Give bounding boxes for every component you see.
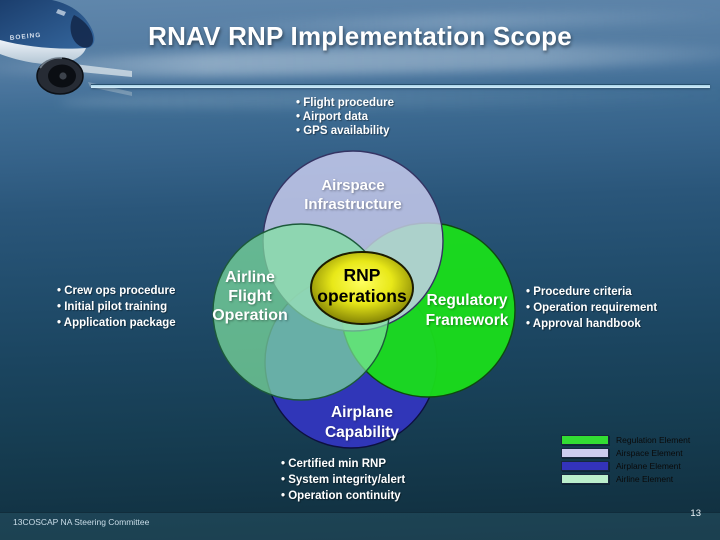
bullet-item: Flight procedure (296, 96, 394, 110)
legend-row: Airline Element (561, 472, 690, 485)
rnp-operations-ellipse (310, 251, 414, 325)
cockpit-window (56, 9, 66, 16)
bullet-item: Procedure criteria (526, 284, 657, 300)
wing-leading-edge (66, 63, 132, 77)
airline-bullet-list: Crew ops procedure Initial pilot trainin… (57, 283, 176, 331)
footer-band (0, 512, 720, 540)
slide-title: RNAV RNP Implementation Scope (148, 21, 572, 51)
bullet-item: Airport data (296, 110, 394, 124)
airspace-circle-label: Airspace Infrastructure (304, 177, 402, 213)
bullet-item: System integrity/alert (281, 472, 405, 488)
airplane-circle-label: Airplane Capability (324, 404, 400, 441)
regulatory-circle-label: Regulatory Framework (425, 292, 509, 329)
bullet-item: Crew ops procedure (57, 283, 176, 299)
regulatory-bullet-list: Procedure criteria Operation requirement… (526, 284, 657, 332)
bullet-item: Operation requirement (526, 300, 657, 316)
legend-label: Airspace Element (616, 447, 683, 458)
legend-swatch-airspace (561, 447, 609, 458)
bullet-item: Application package (57, 315, 176, 331)
legend-row: Airplane Element (561, 459, 690, 472)
footer-committee-text: 13COSCAP NA Steering Committee (13, 517, 150, 527)
legend-label: Airline Element (616, 473, 674, 484)
title-divider (91, 84, 710, 88)
rnp-operations-label: RNP operations (317, 265, 407, 306)
legend-row: Regulation Element (561, 433, 690, 446)
fuselage-upper (0, 0, 95, 50)
legend: Regulation Element Airspace Element Airp… (561, 433, 690, 485)
engine-rim-highlight (39, 56, 63, 69)
legend-label: Airplane Element (616, 460, 681, 471)
bullet-item: Operation continuity (281, 488, 405, 504)
bullet-item: Initial pilot training (57, 299, 176, 315)
legend-label: Regulation Element (616, 434, 691, 445)
bullet-item: Approval handbook (526, 316, 657, 332)
boeing-logo-text: BOEING (9, 32, 41, 42)
nose-radome (70, 15, 93, 48)
legend-swatch-airline (561, 473, 609, 484)
airplane-bullet-list: Certified min RNP System integrity/alert… (281, 456, 405, 504)
boeing-airplane-image: BOEING (0, 0, 132, 96)
airline-circle-label: Airline Flight Operation (212, 269, 288, 324)
page-number: 13 (690, 508, 701, 519)
engine-spinner (59, 72, 67, 80)
airspace-bullet-list: Flight procedure Airport data GPS availa… (296, 96, 394, 138)
bullet-item: Certified min RNP (281, 456, 405, 472)
bullet-item: GPS availability (296, 124, 394, 138)
legend-swatch-airplane (561, 460, 609, 471)
legend-row: Airspace Element (561, 446, 690, 459)
legend-swatch-regulation (561, 434, 609, 445)
